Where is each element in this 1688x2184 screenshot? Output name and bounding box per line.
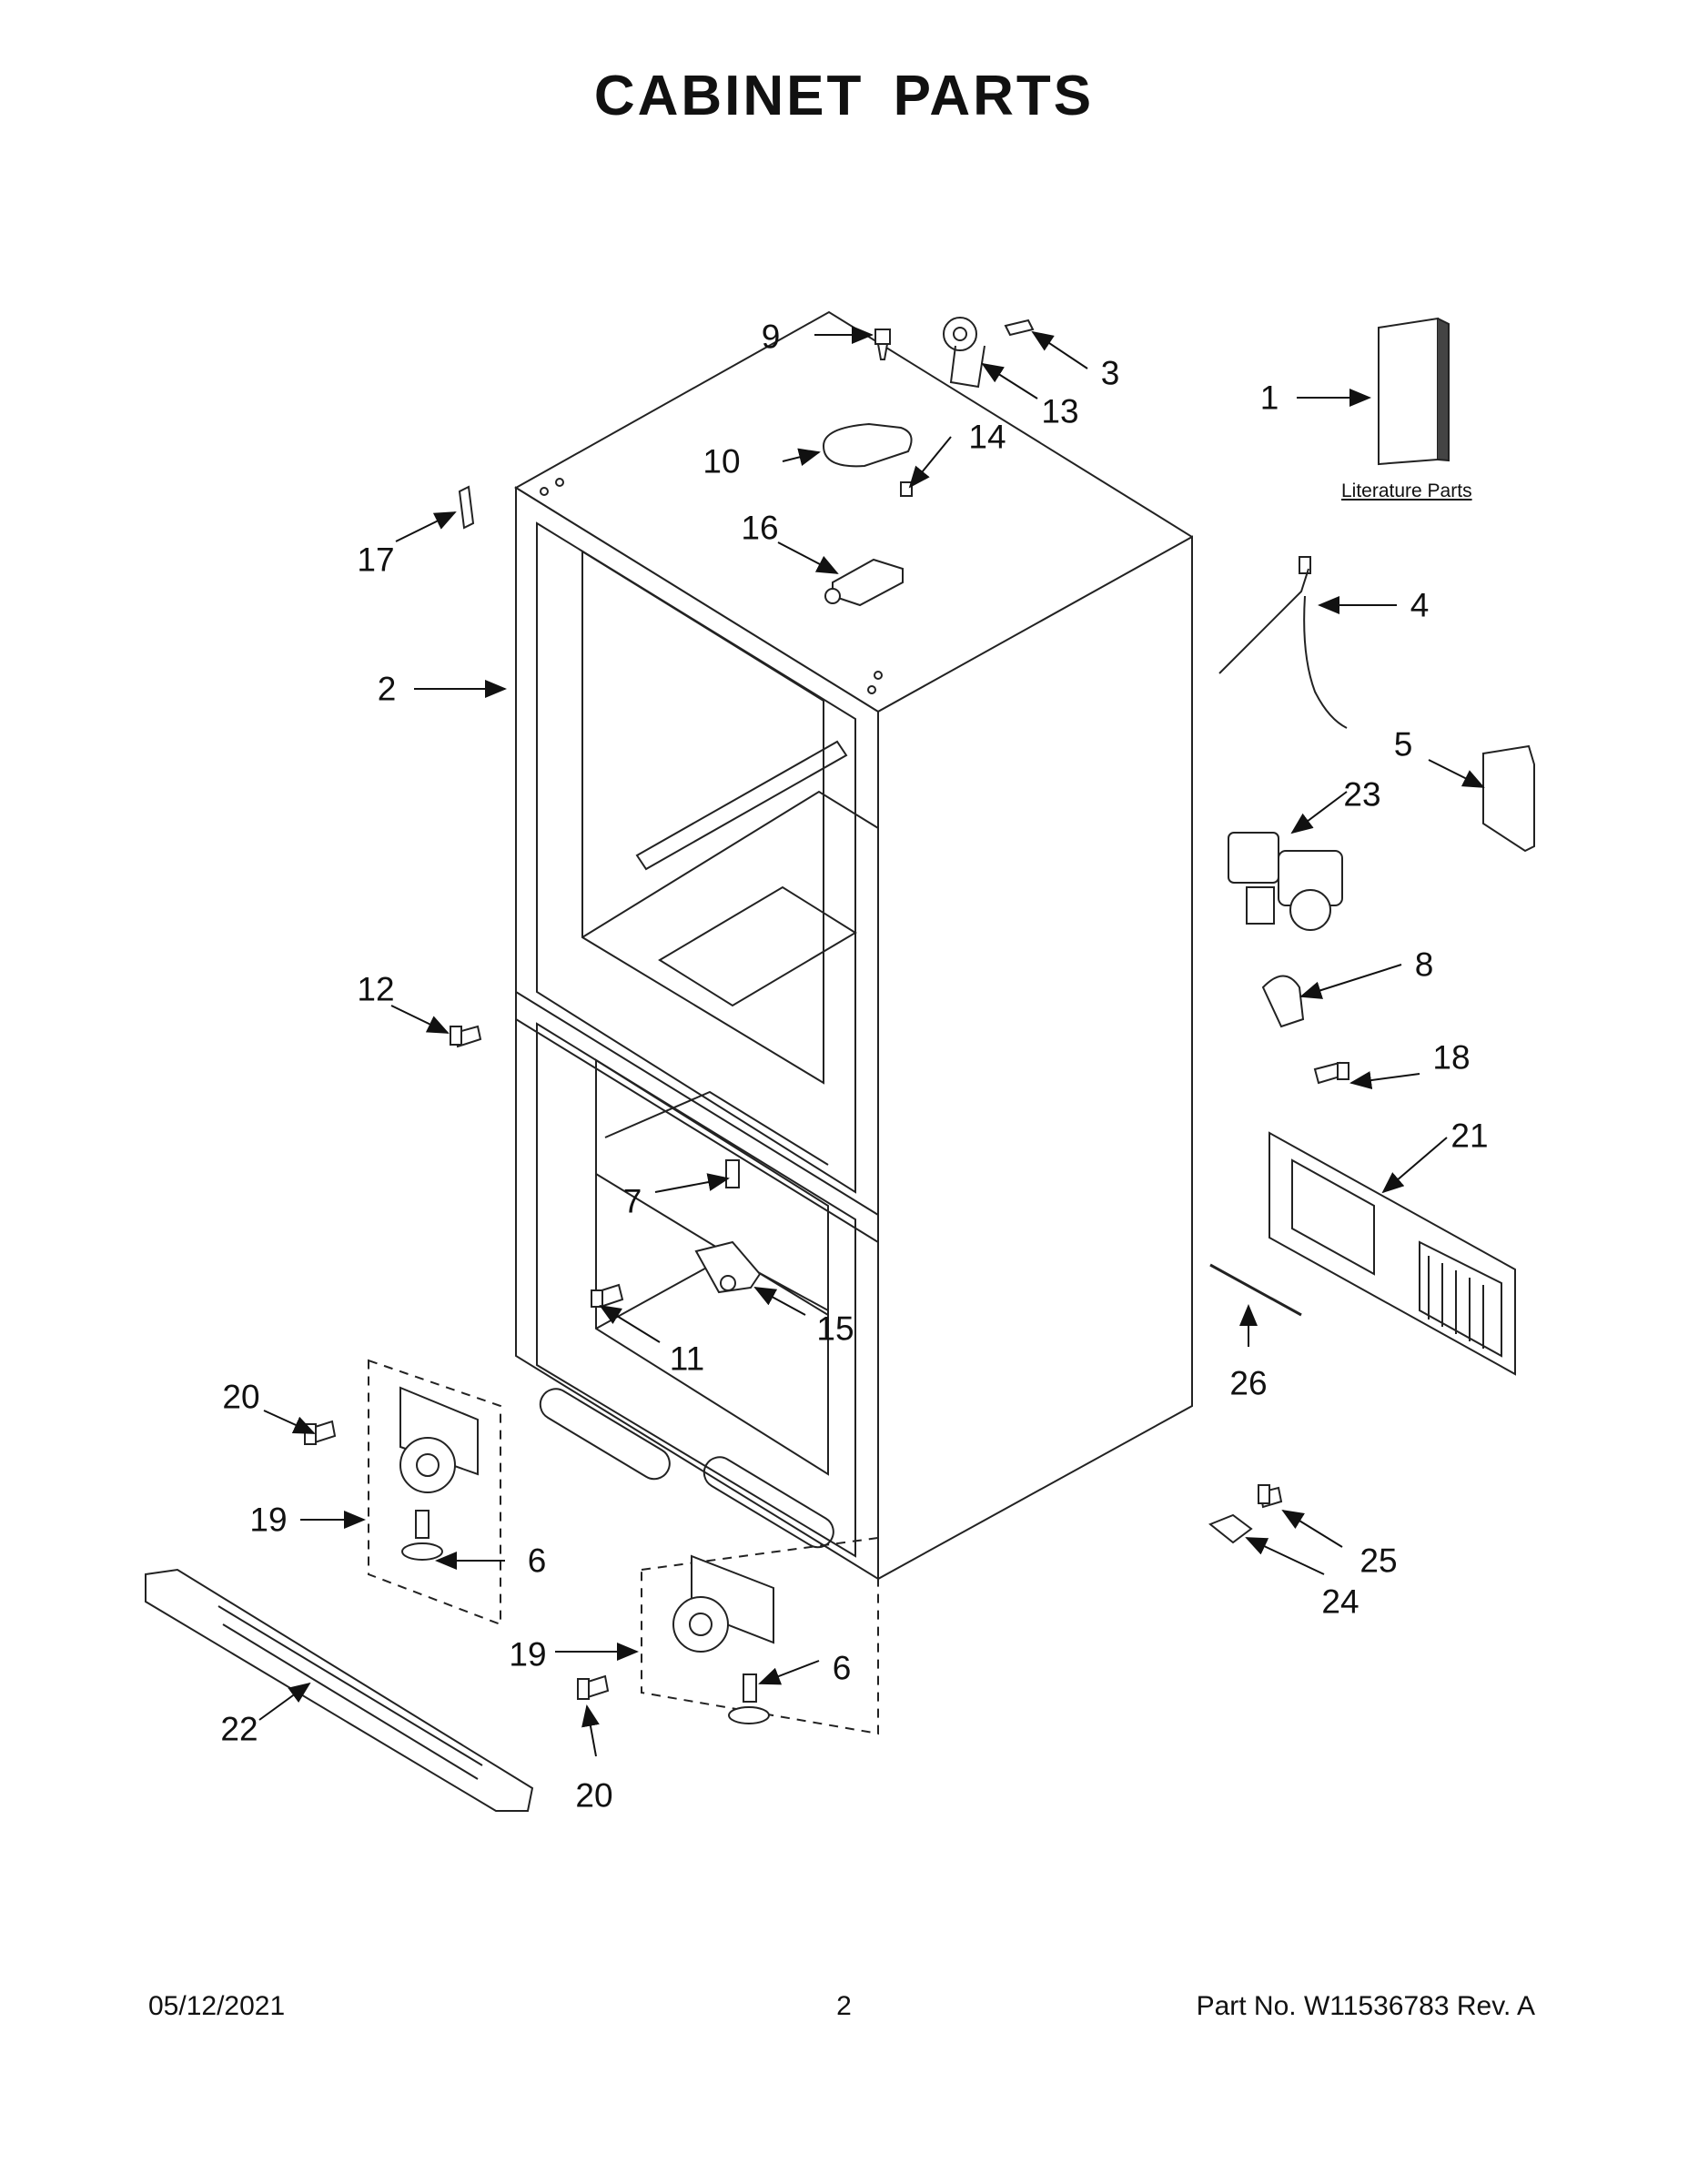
callout-9: 9 xyxy=(761,318,781,356)
callout-6: 6 xyxy=(832,1649,852,1687)
roller-assembly-icon xyxy=(577,1536,879,1735)
top-hinge-icon xyxy=(822,329,913,607)
footer-page-number: 2 xyxy=(836,1991,852,2021)
callout-19: 19 xyxy=(509,1635,547,1673)
callout-15: 15 xyxy=(816,1309,854,1348)
roller-assembly-icon xyxy=(304,1359,501,1626)
callout-10: 10 xyxy=(702,442,741,480)
callout-1: 1 xyxy=(1259,379,1279,417)
bracket-icon xyxy=(458,485,475,530)
callout-12: 12 xyxy=(357,970,395,1008)
screw-icon xyxy=(1313,1061,1349,1085)
callout-17: 17 xyxy=(357,541,395,579)
callout-14: 14 xyxy=(968,418,1006,456)
callout-23: 23 xyxy=(1343,775,1381,814)
callout-6: 6 xyxy=(527,1542,547,1580)
callout-8: 8 xyxy=(1414,945,1434,984)
leader-arrows xyxy=(258,326,1485,1757)
page-title: CABINET PARTS xyxy=(593,65,1095,127)
hinge-cover-icon xyxy=(943,317,1035,389)
literature-parts-label: Literature Parts xyxy=(1341,480,1472,501)
screw-icon xyxy=(450,1025,482,1048)
footer-part-number: Part No. W11536783 Rev. A xyxy=(1196,1991,1535,2021)
callout-4: 4 xyxy=(1410,586,1430,624)
callout-20: 20 xyxy=(575,1776,613,1815)
access-panel-icon xyxy=(1269,1131,1516,1376)
callout-20: 20 xyxy=(222,1378,260,1416)
clamp-icon xyxy=(1208,1484,1283,1544)
callout-16: 16 xyxy=(741,509,779,547)
callout-7: 7 xyxy=(622,1182,642,1220)
literature-parts-icon xyxy=(1378,317,1450,466)
callout-25: 25 xyxy=(1359,1542,1398,1580)
callout-18: 18 xyxy=(1432,1038,1471,1077)
lower-hinge-parts-icon xyxy=(591,1159,762,1309)
callout-11: 11 xyxy=(669,1340,705,1378)
callout-13: 13 xyxy=(1041,392,1079,430)
water-valve-icon xyxy=(1228,832,1343,931)
callout-3: 3 xyxy=(1100,354,1120,392)
callout-21: 21 xyxy=(1450,1117,1489,1155)
cabinet-liner xyxy=(514,310,1193,1581)
callout-5: 5 xyxy=(1393,725,1413,763)
tube-clip-icon xyxy=(1482,744,1535,853)
callout-2: 2 xyxy=(377,670,397,708)
harness-clip-icon xyxy=(1261,975,1305,1028)
callout-22: 22 xyxy=(220,1710,258,1748)
base-grille-icon xyxy=(145,1568,534,1812)
footer-date: 05/12/2021 xyxy=(148,1991,286,2021)
water-tube-icon xyxy=(1218,556,1348,729)
gasket-strip-icon xyxy=(1209,1263,1302,1317)
callout-26: 26 xyxy=(1229,1364,1268,1402)
callout-19: 19 xyxy=(249,1501,288,1539)
callout-24: 24 xyxy=(1321,1582,1359,1621)
